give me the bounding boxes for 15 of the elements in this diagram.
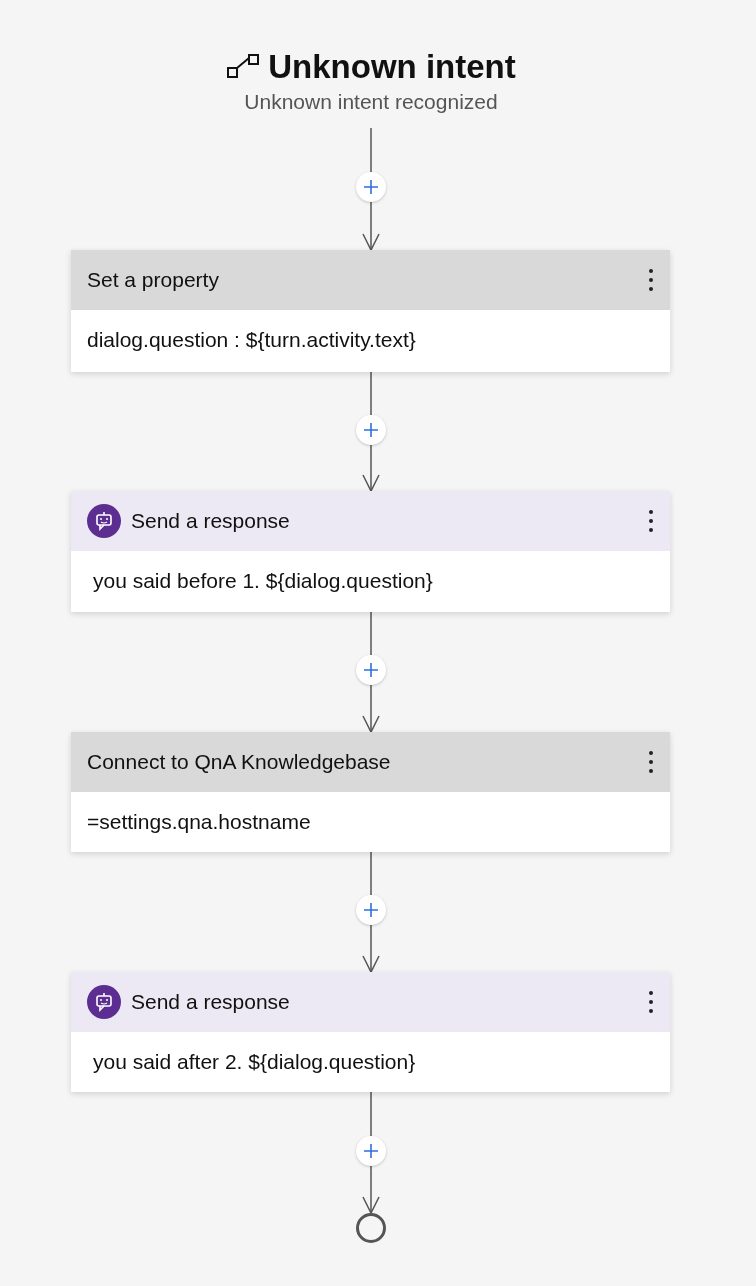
card-body: =settings.qna.hostname [86,809,312,834]
action-card [71,250,670,372]
card-title: Send a response [131,990,291,1014]
card-body: dialog.question : ${turn.activity.text} [86,327,417,352]
trigger-title: Unknown intent [268,48,516,86]
card-body: you said after 2. ${dialog.question} [92,1049,417,1074]
card-title: Send a response [131,509,291,533]
trigger-subtitle: Unknown intent recognized [244,90,498,114]
action-card [71,491,670,612]
action-card [71,972,670,1092]
card-body: you said before 1. ${dialog.question} [92,568,434,593]
end-circle [356,1213,386,1243]
card-title: Connect to QnA Knowledgebase [87,750,392,774]
action-card [71,732,670,852]
card-title: Set a property [87,268,220,292]
